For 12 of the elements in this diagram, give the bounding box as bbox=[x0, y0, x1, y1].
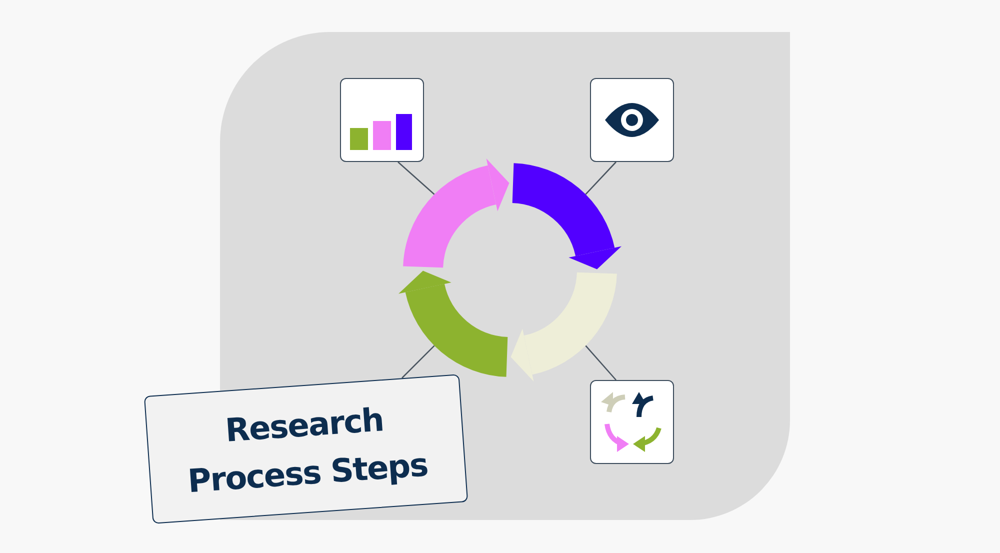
cycle-arrow-segment bbox=[403, 158, 510, 269]
cycle-arrow-segment bbox=[398, 270, 509, 377]
leader-line bbox=[402, 345, 435, 378]
icon-card bbox=[590, 380, 674, 464]
icon-card bbox=[340, 78, 424, 162]
icon-card bbox=[590, 78, 674, 162]
leader-line bbox=[585, 162, 616, 195]
leader-line bbox=[585, 345, 616, 380]
cycle-arrow-segment bbox=[511, 163, 622, 270]
cycle-arrow-segment bbox=[510, 271, 617, 382]
leader-line bbox=[398, 162, 435, 195]
title-text: Research Process Steps bbox=[186, 400, 430, 502]
